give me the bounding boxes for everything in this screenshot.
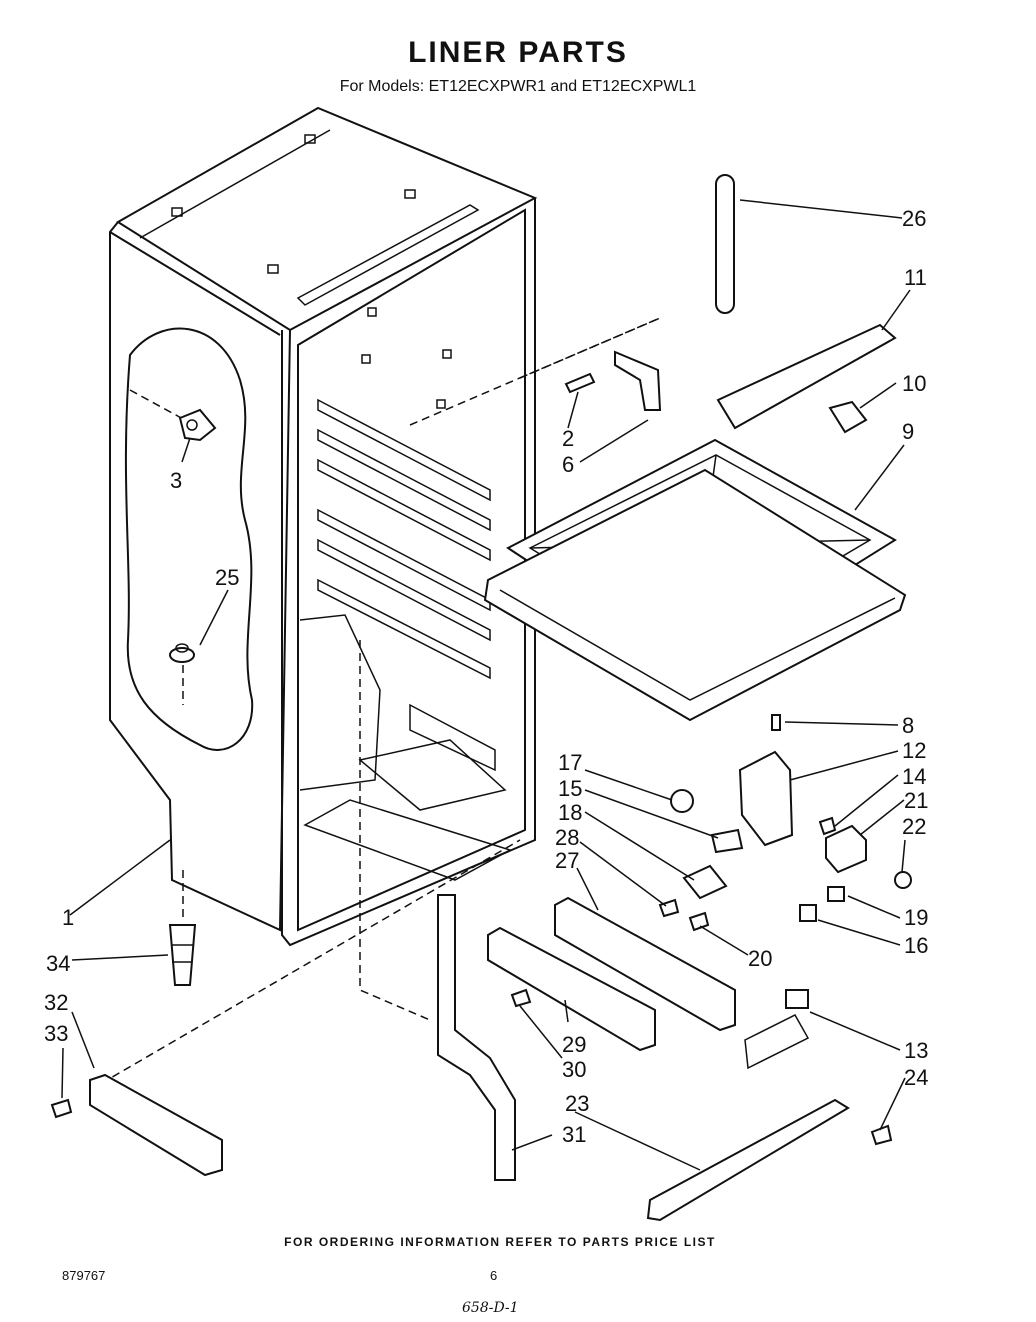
part-29-shape: [487, 926, 656, 1052]
part-30-shape: [510, 988, 532, 1008]
callout-29: 29: [562, 1032, 586, 1057]
part-22-shape: [894, 871, 912, 889]
part-33-shape: [50, 1098, 73, 1119]
part-24-shape: [870, 1124, 893, 1146]
callout-9: 9: [902, 419, 914, 444]
callout-18: 18: [558, 800, 582, 825]
part-16-shape: [799, 904, 817, 922]
callout-33: 33: [44, 1021, 68, 1046]
part-34-shape: [168, 924, 197, 986]
handwritten-note: 658-D-1: [462, 1300, 519, 1316]
callout-23: 23: [565, 1091, 589, 1116]
callout-12: 12: [902, 738, 926, 763]
callout-labels: 26 11 10 9 2 6 3 25 8 12 14 21 22 17 15 …: [44, 206, 928, 1147]
callout-19: 19: [904, 905, 928, 930]
part-23-shape: [646, 1098, 850, 1222]
document-number: 879767: [62, 1268, 106, 1283]
part-26-shape: [715, 174, 735, 314]
part-11-shape: [716, 323, 897, 430]
callout-14: 14: [902, 764, 926, 789]
callout-20: 20: [748, 946, 772, 971]
callout-15: 15: [558, 776, 582, 801]
callout-28: 28: [555, 825, 579, 850]
callout-30: 30: [562, 1057, 586, 1082]
part-32-shape: [89, 1073, 223, 1177]
part-15-shape: [710, 828, 744, 854]
part-12-shape: [738, 750, 794, 847]
callout-22: 22: [902, 814, 926, 839]
callout-3: 3: [170, 468, 182, 493]
callout-1: 1: [62, 905, 74, 930]
part-10-shape: [828, 400, 868, 434]
callout-26: 26: [902, 206, 926, 231]
ordering-info-note: FOR ORDERING INFORMATION REFER TO PARTS …: [284, 1235, 716, 1249]
part-18-shape: [682, 864, 728, 900]
callout-17: 17: [558, 750, 582, 775]
callout-34: 34: [46, 951, 70, 976]
part-31-shape: [437, 894, 516, 1181]
part-8-shape: [771, 714, 781, 731]
part-14-shape: [818, 816, 837, 836]
callout-27: 27: [555, 848, 579, 873]
page-number: 6: [490, 1268, 498, 1283]
part-17-shape: [670, 789, 694, 813]
callout-16: 16: [904, 933, 928, 958]
part-19-shape: [827, 886, 845, 902]
callout-31: 31: [562, 1122, 586, 1147]
model-subtitle: For Models: ET12ECXPWR1 and ET12ECXPWL1: [339, 78, 697, 95]
part-9-shape: [483, 438, 907, 722]
part-6-shape: [614, 350, 662, 411]
part-25-shape: [169, 643, 195, 663]
callout-25: 25: [215, 565, 239, 590]
leader-lines: [61, 199, 911, 1171]
part-2-shape: [564, 372, 596, 394]
callout-2: 2: [562, 426, 574, 451]
part-20-shape: [688, 911, 710, 932]
callout-6: 6: [562, 452, 574, 477]
part-3-shape: [178, 408, 217, 442]
callout-8: 8: [902, 713, 914, 738]
callout-24: 24: [904, 1065, 928, 1090]
part-27-shape: [554, 896, 736, 1032]
part-28-shape: [658, 898, 680, 918]
part-21-shape: [825, 824, 867, 874]
page-title: LINER PARTS: [408, 36, 628, 69]
callout-11: 11: [904, 265, 927, 290]
part-13-shape: [744, 989, 810, 1070]
callout-10: 10: [902, 371, 926, 396]
callout-21: 21: [904, 788, 928, 813]
callout-13: 13: [904, 1038, 928, 1063]
callout-32: 32: [44, 990, 68, 1015]
